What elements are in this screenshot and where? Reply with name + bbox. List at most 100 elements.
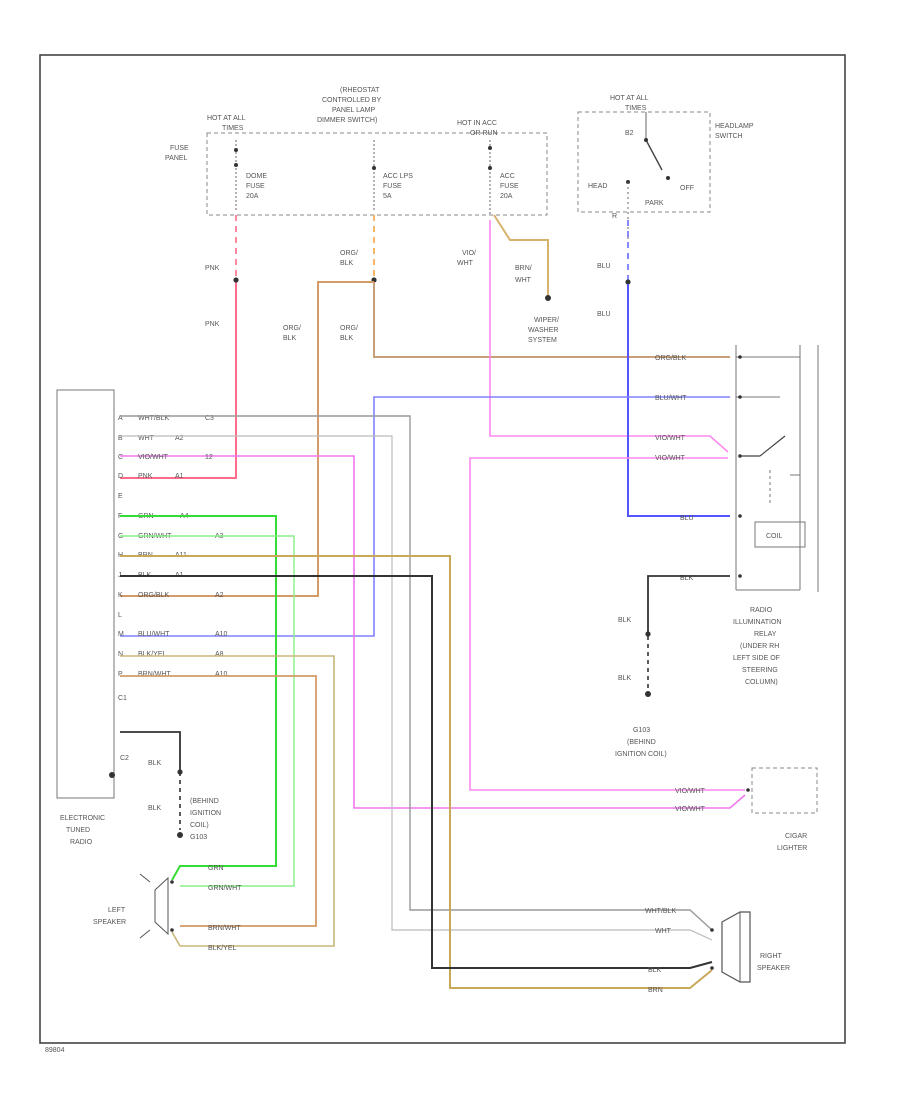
acc-fuse-label-1: ACC [500,173,515,180]
left-speaker-wire-3: BRN/WHT [208,925,241,932]
right-speaker: WHT/BLK WHT BLK BRN RIGHT SPEAKER [645,908,790,994]
ground-blk-label-2: BLK [148,805,162,812]
ground-blk-label-1: BLK [148,760,162,767]
radio-pin-e: E [118,493,123,500]
blu-label-lower: BLU [597,311,611,318]
pin-id: A2 [175,435,184,442]
wiper-label-1: WIPER/ [534,317,559,324]
relay-wire-6: BLK [680,575,694,582]
acc-lps-fuse-label-1: ACC LPS [383,173,413,180]
pin-num: E [118,493,123,500]
ground-behind-label-1: (BEHIND [190,798,219,805]
acc-fuse-label-2: FUSE [500,183,519,190]
radio-c2-label: C2 [120,755,129,762]
headlamp-b2-label: B2 [625,130,634,137]
pin-num: A [118,415,123,422]
dome-fuse-label-1: DOME [246,173,267,180]
radio-label-1: ELECTRONIC [60,815,105,822]
relay-ground-blk-2: BLK [618,675,632,682]
pin-num: J [118,572,122,579]
pin-num: C [118,454,123,461]
wire-brn-wht [120,675,317,927]
ground-relay: BLK BLK G103 (BEHIND IGNITION COIL) [615,575,730,758]
hot-in-acc-label-2: OR RUN [470,130,498,137]
right-speaker-wire-1: WHT/BLK [645,908,676,915]
pin-id: A10 [215,631,228,638]
left-speaker-wire-2: GRN/WHT [208,885,242,892]
diagram-frame [39,54,846,1044]
pin-wire: ORG/BLK [138,592,169,599]
pin-num: B [118,435,123,442]
acc-fuse-label-3: 20A [500,193,513,200]
pin-wire: BLU/WHT [138,631,170,638]
radio-pin-n: N BLK/YEL A8 [118,651,224,658]
right-speaker-wire-2: WHT [655,928,672,935]
radio-pin-k: K ORG/BLK A2 [118,592,224,599]
wire-blk [120,575,713,969]
hot-at-all-times-label-1: HOT AT ALL [207,115,246,122]
acc-lps-fuse: ACC LPS FUSE 5A [372,140,413,210]
pin-id: A1 [175,473,184,480]
hot-at-all-times-label-2: TIMES [222,125,244,132]
pin-id: A10 [215,671,228,678]
relay-wire-5: BLU [680,515,694,522]
headlamp-park-label: PARK [645,200,664,207]
brn-wht-label-1: BRN/ [515,265,532,272]
rheostat-label-3: PANEL LAMP [332,107,376,114]
right-speaker-wire-3: BLK [648,967,662,974]
relay-label-3: RELAY [754,631,777,638]
pin-wire: WHT [138,435,155,442]
left-speaker-wire-1: GRN [208,865,224,872]
headlamp-hot-label-1: HOT AT ALL [610,95,649,102]
pin-wire: VIO/WHT [138,454,169,461]
org-blk-upper-label-2: BLK [340,260,354,267]
vio-wht-label-1: VIO/ [462,250,476,257]
headlamp-hot-label-2: TIMES [625,105,647,112]
ground-behind-label-4: G103 [190,834,207,841]
pin-wire: BLK/YEL [138,651,167,658]
g103-lower-label-3: IGNITION COIL) [615,751,667,758]
dome-fuse: DOME FUSE 20A [234,140,267,210]
wire-brn [120,555,713,989]
cigar-wire-2: VIO/WHT [675,806,706,813]
cigar-lighter: VIO/WHT VIO/WHT CIGAR LIGHTER [675,767,818,852]
ground-behind-label-3: COIL) [190,822,209,829]
rheostat-label-1: (RHEOSTAT [340,87,380,94]
dome-fuse-label-3: 20A [246,193,259,200]
wire-org-blk: ORG/ BLK ORG/ BLK ORG/ BLK [120,215,730,597]
radio-pin-m: M BLU/WHT A10 [118,631,228,638]
relay-wire-3: VIO/WHT [655,435,686,442]
org-blk-upper-label-1: ORG/ [340,250,358,257]
wire-blu-wht [120,396,730,637]
fuse-panel-label-2: PANEL [165,155,188,162]
pin-num: D [118,473,123,480]
headlamp-switch-label-2: SWITCH [715,133,743,140]
blu-label-upper: BLU [597,263,611,270]
radio-pin-p: P BRN/WHT A10 [118,671,228,678]
headlamp-switch-box [577,111,711,213]
headlamp-switch-label-1: HEADLAMP [715,123,754,130]
cigar-lighter-box [751,767,818,814]
relay-label-1: RADIO [750,607,773,614]
radio: C1 C2 ELECTRONIC TUNED RADIO A WHT/BLK C… [56,389,228,846]
pin-wire: WHT/BLK [138,415,169,422]
relay-coil-label: COIL [766,533,782,540]
pin-wire: BRN/WHT [138,671,171,678]
acc-fuse: ACC FUSE 20A [488,140,519,215]
pin-num: P [118,671,123,678]
pnk-label-upper: PNK [205,265,220,272]
wire-wht-blk [120,415,713,931]
relay-label-5: LEFT SIDE OF [733,655,780,662]
relay-label-6: STEERING [742,667,778,674]
wire-vio-wht: VIO/ WHT [457,220,729,453]
wire-brn-wht-wiper: BRN/ WHT WIPER/ WASHER SYSTEM [493,214,559,344]
relay-wire-2: BLU/WHT [655,395,687,402]
relay-label-4: (UNDER RH [740,643,779,650]
right-speaker-wire-4: BRN [648,987,663,994]
left-speaker: GRN GRN/WHT BRN/WHT BLK/YEL LEFT SPEAKER [93,865,242,952]
wiper-label-2: WASHER [528,327,558,334]
pin-id: C3 [205,415,214,422]
radio-pin-d: D PNK A1 [118,473,184,480]
cigar-label-1: CIGAR [785,833,807,840]
dome-fuse-label-2: FUSE [246,183,265,190]
